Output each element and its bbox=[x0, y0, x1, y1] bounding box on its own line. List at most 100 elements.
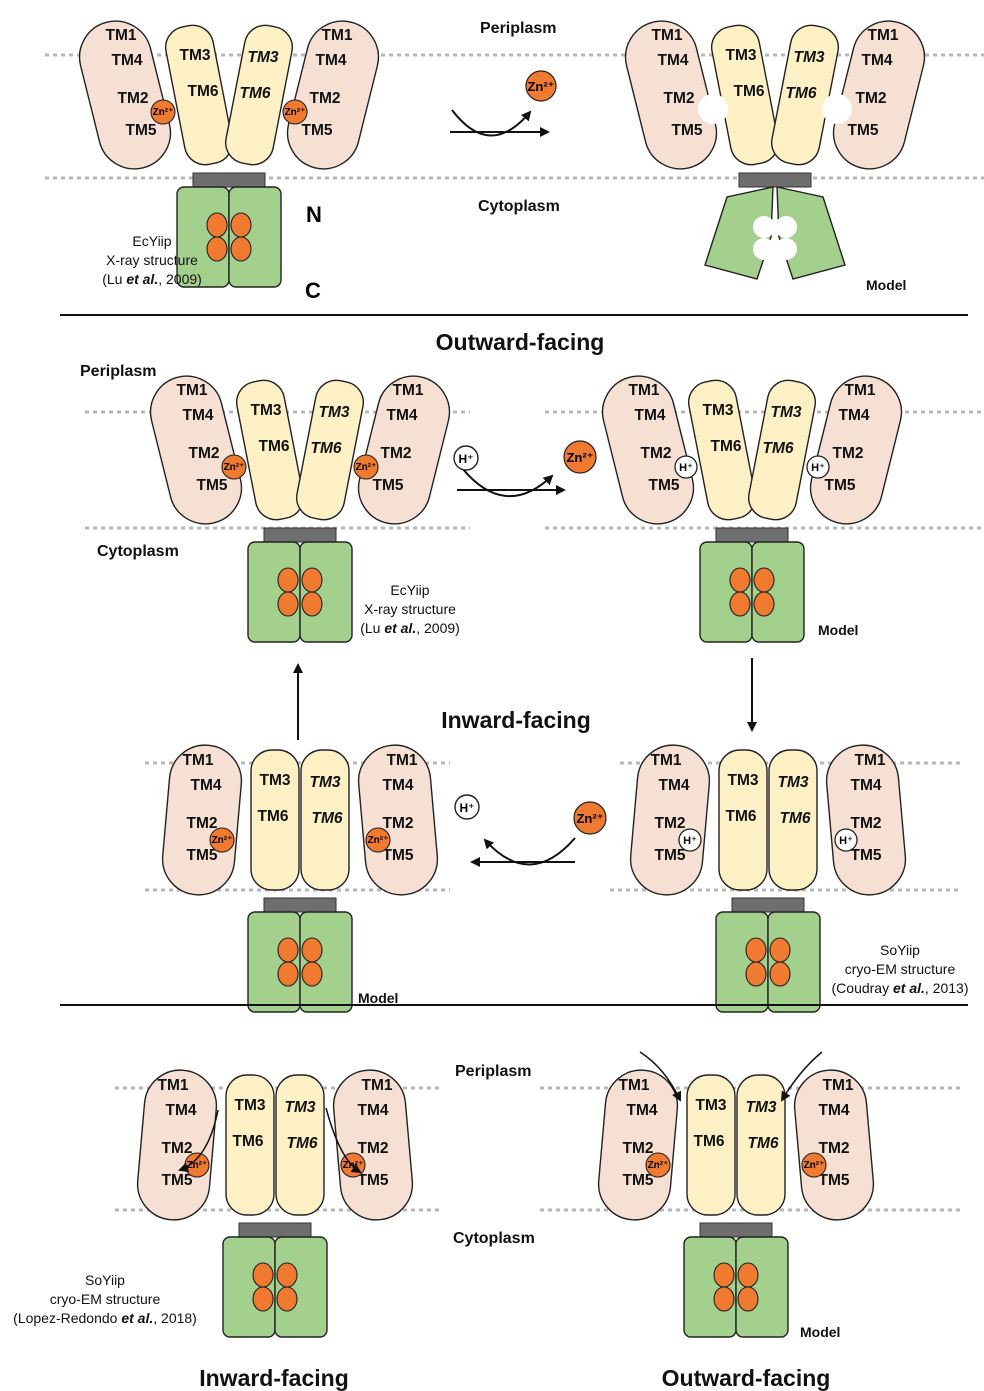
svg-text:TM6: TM6 bbox=[711, 438, 742, 455]
svg-text:TM6: TM6 bbox=[258, 808, 289, 825]
title-inward-facing-mid: Inward-facing bbox=[441, 707, 591, 733]
cytoplasmic-domain bbox=[684, 1237, 788, 1337]
c-terminus-label: C bbox=[305, 278, 321, 303]
svg-text:H⁺: H⁺ bbox=[683, 835, 697, 847]
label-cytoplasm-bottom: Cytoplasm bbox=[453, 1230, 535, 1247]
svg-text:TM1: TM1 bbox=[629, 382, 660, 399]
cytoplasmic-domain bbox=[248, 912, 352, 1012]
svg-text:TM3: TM3 bbox=[726, 47, 757, 64]
svg-text:TM1: TM1 bbox=[177, 382, 208, 399]
cytoplasmic-domain bbox=[223, 1237, 327, 1337]
svg-text:TM2: TM2 bbox=[641, 445, 672, 462]
svg-text:TM1: TM1 bbox=[855, 752, 886, 769]
svg-text:TM6: TM6 bbox=[240, 85, 271, 102]
svg-text:TM6: TM6 bbox=[312, 810, 343, 827]
svg-text:TM5: TM5 bbox=[358, 1172, 389, 1189]
svg-text:TM5: TM5 bbox=[819, 1172, 850, 1189]
free-zinc-inward: Zn²⁺ bbox=[574, 802, 606, 834]
cytoplasmic-domain bbox=[248, 542, 352, 642]
svg-text:TM3: TM3 bbox=[180, 47, 211, 64]
svg-text:TM4: TM4 bbox=[851, 777, 882, 794]
label-periplasm-bottom: Periplasm bbox=[455, 1063, 531, 1080]
zinc-ion: Zn²⁺ bbox=[283, 100, 307, 124]
svg-text:Zn²⁺: Zn²⁺ bbox=[566, 450, 593, 465]
svg-text:TM4: TM4 bbox=[627, 1102, 658, 1119]
svg-text:TM5: TM5 bbox=[126, 122, 157, 139]
svg-text:TM2: TM2 bbox=[381, 445, 412, 462]
svg-text:(Coudray et al., 2013): (Coudray et al., 2013) bbox=[832, 980, 969, 996]
svg-text:(Lu et al., 2009): (Lu et al., 2009) bbox=[360, 620, 460, 636]
svg-text:TM3: TM3 bbox=[696, 1097, 727, 1114]
model-label-4: Model bbox=[800, 1324, 840, 1340]
svg-text:TM4: TM4 bbox=[358, 1102, 389, 1119]
svg-text:EcYiip: EcYiip bbox=[390, 582, 429, 598]
zinc-ion: Zn²⁺ bbox=[210, 828, 234, 852]
svg-text:TM1: TM1 bbox=[652, 27, 683, 44]
free-proton-inward: H⁺ bbox=[455, 795, 479, 819]
svg-text:TM3: TM3 bbox=[794, 49, 825, 66]
model-label-2: Model bbox=[818, 622, 858, 638]
svg-text:TM6: TM6 bbox=[287, 1135, 318, 1152]
svg-text:TM3: TM3 bbox=[778, 774, 809, 791]
svg-text:TM2: TM2 bbox=[189, 445, 220, 462]
caption-soyiip-2013: SoYiip cryo-EM structure (Coudray et al.… bbox=[832, 942, 969, 996]
svg-text:TM5: TM5 bbox=[825, 477, 856, 494]
svg-text:TM4: TM4 bbox=[191, 777, 222, 794]
svg-text:TM5: TM5 bbox=[162, 1172, 193, 1189]
svg-text:TM1: TM1 bbox=[158, 1077, 189, 1094]
svg-text:SoYiip: SoYiip bbox=[85, 1272, 125, 1288]
svg-text:TM3: TM3 bbox=[746, 1099, 777, 1116]
svg-text:TM4: TM4 bbox=[819, 1102, 850, 1119]
dimer-top-right: TM1TM4TM2TM5TM3TM6TM1TM4TM2TM5TM3TM6 bbox=[618, 14, 932, 279]
svg-text:TM6: TM6 bbox=[694, 1133, 725, 1150]
proton-ion: H⁺ bbox=[835, 829, 857, 851]
zinc-ion: Zn²⁺ bbox=[646, 1153, 670, 1177]
zinc-ion: Zn²⁺ bbox=[802, 1153, 826, 1177]
svg-text:EcYiip: EcYiip bbox=[132, 233, 171, 249]
svg-text:TM6: TM6 bbox=[748, 1135, 779, 1152]
model-label-1: Model bbox=[866, 277, 906, 293]
svg-text:TM2: TM2 bbox=[851, 815, 882, 832]
svg-text:TM2: TM2 bbox=[358, 1140, 389, 1157]
linker-bar bbox=[264, 528, 336, 542]
title-outward-facing-bottom: Outward-facing bbox=[662, 1365, 831, 1391]
svg-text:TM5: TM5 bbox=[302, 122, 333, 139]
linker-bar bbox=[239, 1223, 311, 1237]
svg-text:TM3: TM3 bbox=[235, 1097, 266, 1114]
svg-text:TM2: TM2 bbox=[310, 90, 341, 107]
zinc-ion: Zn²⁺ bbox=[354, 455, 378, 479]
svg-text:TM4: TM4 bbox=[387, 407, 418, 424]
svg-text:TM6: TM6 bbox=[726, 808, 757, 825]
svg-text:TM2: TM2 bbox=[655, 815, 686, 832]
svg-text:TM1: TM1 bbox=[845, 382, 876, 399]
svg-text:(Lopez-Redondo et al., 2018): (Lopez-Redondo et al., 2018) bbox=[13, 1310, 197, 1326]
label-periplasm-top: Periplasm bbox=[480, 20, 556, 37]
svg-text:TM5: TM5 bbox=[187, 847, 218, 864]
svg-text:(Lu et al., 2009): (Lu et al., 2009) bbox=[102, 271, 202, 287]
svg-text:H⁺: H⁺ bbox=[459, 452, 474, 466]
linker-bar bbox=[732, 898, 804, 912]
proton-ion: H⁺ bbox=[675, 456, 697, 478]
svg-text:TM4: TM4 bbox=[183, 407, 214, 424]
svg-text:TM2: TM2 bbox=[383, 815, 414, 832]
svg-text:TM2: TM2 bbox=[819, 1140, 850, 1157]
curved-arrow-outward bbox=[462, 468, 552, 496]
svg-text:TM3: TM3 bbox=[771, 404, 802, 421]
svg-text:H⁺: H⁺ bbox=[679, 462, 693, 474]
svg-text:Zn²⁺: Zn²⁺ bbox=[356, 462, 377, 473]
dimer-lower-left: TM1TM4TM2TM5TM3TM6TM1TM4TM2TM5TM3TM6Zn²⁺… bbox=[160, 742, 441, 1012]
svg-text:TM1: TM1 bbox=[393, 382, 424, 399]
svg-text:TM1: TM1 bbox=[362, 1077, 393, 1094]
title-outward-facing-mid: Outward-facing bbox=[436, 329, 605, 355]
cytoplasmic-domain bbox=[705, 187, 845, 279]
svg-text:TM4: TM4 bbox=[166, 1102, 197, 1119]
svg-text:TM3: TM3 bbox=[260, 772, 291, 789]
svg-text:TM1: TM1 bbox=[106, 27, 137, 44]
svg-text:Zn²⁺: Zn²⁺ bbox=[153, 107, 174, 118]
svg-text:TM5: TM5 bbox=[623, 1172, 654, 1189]
svg-text:TM3: TM3 bbox=[285, 1099, 316, 1116]
linker-bar bbox=[739, 173, 811, 187]
svg-text:Zn²⁺: Zn²⁺ bbox=[527, 79, 554, 94]
